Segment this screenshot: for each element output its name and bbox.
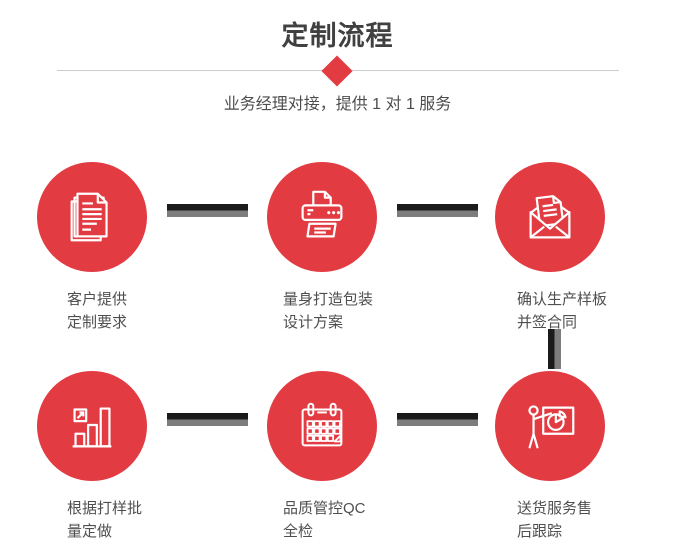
diamond-icon	[321, 55, 353, 87]
step-circle	[495, 371, 605, 481]
connector-bar	[167, 204, 248, 217]
printer-icon	[291, 186, 353, 248]
step-label: 量身打造包装 设计方案	[283, 291, 374, 331]
step-delivery-aftersales: 送货服务售 后跟踪	[495, 371, 665, 550]
step-label: 确认生产样板 并签合同	[517, 291, 608, 331]
step-circle	[37, 162, 147, 272]
connector-bar-vertical	[548, 329, 561, 369]
connector-bar	[167, 413, 248, 426]
connector-bar	[397, 413, 478, 426]
step-customer-requirements: 客户提供 定制要求	[37, 162, 207, 352]
page-title: 定制流程	[281, 21, 394, 51]
bar-chart-icon	[61, 395, 123, 457]
step-label: 品质管控QC 全检	[283, 500, 366, 540]
presentation-icon	[519, 395, 581, 457]
step-label: 根据打样批 量定做	[67, 500, 143, 540]
envelope-icon	[519, 186, 581, 248]
step-packaging-design: 量身打造包装 设计方案	[267, 162, 437, 352]
page-subtitle: 业务经理对接，提供 1 对 1 服务	[223, 96, 452, 113]
step-circle	[495, 162, 605, 272]
connector-bar	[397, 204, 478, 217]
calendar-icon	[291, 395, 353, 457]
step-circle	[37, 371, 147, 481]
step-circle	[267, 162, 377, 272]
documents-icon	[61, 186, 123, 248]
step-label: 客户提供 定制要求	[67, 291, 128, 331]
step-quality-control: 品质管控QC 全检	[267, 371, 437, 550]
step-circle	[267, 371, 377, 481]
step-sample-contract: 确认生产样板 并签合同	[495, 162, 665, 352]
step-batch-production: 根据打样批 量定做	[37, 371, 207, 550]
step-label: 送货服务售 后跟踪	[517, 500, 593, 540]
